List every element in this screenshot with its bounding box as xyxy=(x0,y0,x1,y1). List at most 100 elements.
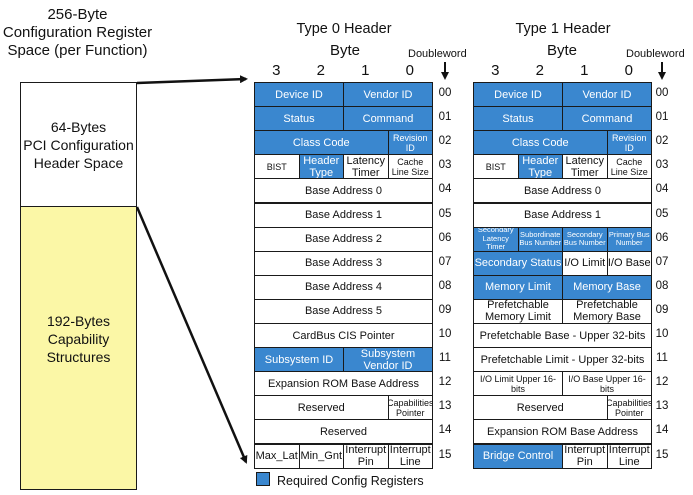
type0-doubleword-number: 13 xyxy=(438,400,452,413)
type0-register-cell: Cache Line Size xyxy=(387,154,433,180)
type0-register-cell: Status xyxy=(254,106,344,132)
type1-register-cell: Revision ID xyxy=(606,130,652,156)
header-space-line3: Header Space xyxy=(33,155,124,171)
type0-register-cell: Latency Timer xyxy=(343,154,389,180)
legend-swatch xyxy=(256,472,270,486)
type0-register-cell: Subsystem Vendor ID xyxy=(343,347,433,373)
type1-doubleword-number: 12 xyxy=(655,376,669,389)
type0-doubleword-number: 02 xyxy=(438,135,452,148)
type0-register-cell: Base Address 2 xyxy=(254,226,433,252)
type0-register-cell: Interrupt Pin xyxy=(343,443,389,469)
type1-register-cell: Capabilities Pointer xyxy=(606,395,652,421)
type1-doubleword-label: Doubleword xyxy=(626,48,685,60)
type1-register-cell: Subordinate Bus Number xyxy=(517,226,563,252)
capability-line1: 192-Bytes xyxy=(46,313,111,329)
header-space-line2: PCI Configuration xyxy=(23,137,134,153)
type1-doubleword-number: 04 xyxy=(655,183,669,196)
type1-register-cell: Command xyxy=(562,106,652,132)
type1-register-cell: Prefetchable Memory Base xyxy=(562,298,652,324)
type0-register-cell: Class Code xyxy=(254,130,389,156)
legend-label: Required Config Registers xyxy=(277,474,424,488)
config-space-title: 256-Byte Configuration Register Space (p… xyxy=(0,6,155,60)
type1-doubleword-number: 00 xyxy=(655,87,669,99)
type1-register-cell: Status xyxy=(473,106,563,132)
type0-register-cell: Base Address 0 xyxy=(254,178,433,204)
type0-byte-number: 0 xyxy=(405,62,414,79)
type0-byte-number: 1 xyxy=(361,62,370,79)
type1-register-cell: I/O Base Upper 16-bits xyxy=(562,371,652,397)
type0-doubleword-number: 03 xyxy=(438,159,452,172)
type1-register-cell: Prefetchable Memory Limit xyxy=(473,298,563,324)
type1-doubleword-number: 15 xyxy=(655,448,669,461)
type1-byte-number: 1 xyxy=(580,62,589,79)
type1-byte-label: Byte xyxy=(546,42,577,59)
type0-register-cell: Header Type xyxy=(298,154,344,180)
type1-register-cell: Expansion ROM Base Address xyxy=(473,419,652,445)
type1-doubleword-number: 03 xyxy=(655,159,669,172)
type1-register-cell: Cache Line Size xyxy=(606,154,652,180)
type0-doubleword-number: 08 xyxy=(438,279,452,292)
type1-register-cell: Secondary Bus Number xyxy=(562,226,608,252)
type0-register-cell: Base Address 1 xyxy=(254,202,433,228)
type0-doubleword-number: 15 xyxy=(438,448,452,461)
type0-register-cell: Device ID xyxy=(254,82,344,108)
type0-register-cell: Base Address 3 xyxy=(254,250,433,276)
header-arrow xyxy=(136,75,248,85)
capability-region xyxy=(20,206,137,490)
type0-register-cell: Max_Lat xyxy=(254,443,300,469)
type1-register-cell: Prefetchable Limit - Upper 32-bits xyxy=(473,347,652,373)
type1-register-cell: Secondary Status xyxy=(473,250,563,276)
type1-doubleword-number: 01 xyxy=(655,111,669,124)
type0-title: Type 0 Header xyxy=(296,21,392,37)
type0-register-cell: Revision ID xyxy=(387,130,433,156)
type0-register-cell: Base Address 5 xyxy=(254,298,433,324)
type0-register-cell: Base Address 4 xyxy=(254,274,433,300)
config-space-title-line3: Space (per Function) xyxy=(7,42,148,59)
type1-register-cell: Interrupt Pin xyxy=(562,443,608,469)
type1-register-cell: Class Code xyxy=(473,130,608,156)
type0-register-cell: Expansion ROM Base Address xyxy=(254,371,433,397)
capability-line3: Structures xyxy=(46,349,111,365)
type0-doubleword-label: Doubleword xyxy=(408,48,467,60)
type1-doubleword-number: 08 xyxy=(655,279,669,292)
type0-doubleword-number: 01 xyxy=(438,111,452,124)
type1-register-cell: I/O Base xyxy=(606,250,652,276)
type1-register-cell: BIST xyxy=(473,154,519,180)
type0-register-cell: Interrupt Line xyxy=(387,443,433,469)
type1-byte-number: 3 xyxy=(491,62,500,79)
type1-register-cell: I/O Limit Upper 16-bits xyxy=(473,371,563,397)
type1-doubleword-number: 05 xyxy=(655,207,669,220)
type0-register-cell: BIST xyxy=(254,154,300,180)
type0-register-cell: Reserved xyxy=(254,419,433,445)
type1-register-cell: Memory Limit xyxy=(473,274,563,300)
type0-register-cell: CardBus CIS Pointer xyxy=(254,323,433,349)
type1-register-cell: Prefetchable Base - Upper 32-bits xyxy=(473,323,652,349)
type0-byte-label: Byte xyxy=(329,42,360,59)
type1-doubleword-number: 14 xyxy=(655,424,669,437)
type1-doubleword-number: 02 xyxy=(655,135,669,148)
type1-register-cell: Memory Base xyxy=(562,274,652,300)
type1-register-cell: I/O Limit xyxy=(562,250,608,276)
type0-doubleword-number: 10 xyxy=(438,328,452,340)
type1-register-cell: Primary Bus Number xyxy=(606,226,652,252)
type1-register-cell: Latency Timer xyxy=(562,154,608,180)
type1-register-cell: Header Type xyxy=(517,154,563,180)
capability-line2: Capability xyxy=(47,331,110,347)
type1-doubleword-number: 11 xyxy=(656,352,668,365)
type1-byte-number: 2 xyxy=(535,62,544,79)
type1-register-cell: Interrupt Line xyxy=(606,443,652,469)
capability-arrow xyxy=(135,206,248,464)
type1-register-cell: Device ID xyxy=(473,82,563,108)
type1-register-cell: Reserved xyxy=(473,395,608,421)
type1-register-cell: Bridge Control xyxy=(473,443,563,469)
type0-doubleword-number: 09 xyxy=(438,303,452,316)
type1-doubleword-number: 13 xyxy=(655,400,669,413)
type1-doubleword-number: 10 xyxy=(655,328,669,340)
type1-register-cell: Vendor ID xyxy=(562,82,652,108)
config-space-title-line1: 256-Byte xyxy=(47,6,108,23)
type0-register-cell: Command xyxy=(343,106,433,132)
type0-register-cell: Capabilities Pointer xyxy=(387,395,433,421)
type0-doubleword-number: 00 xyxy=(438,87,452,99)
type0-doubleword-number: 14 xyxy=(438,424,452,437)
